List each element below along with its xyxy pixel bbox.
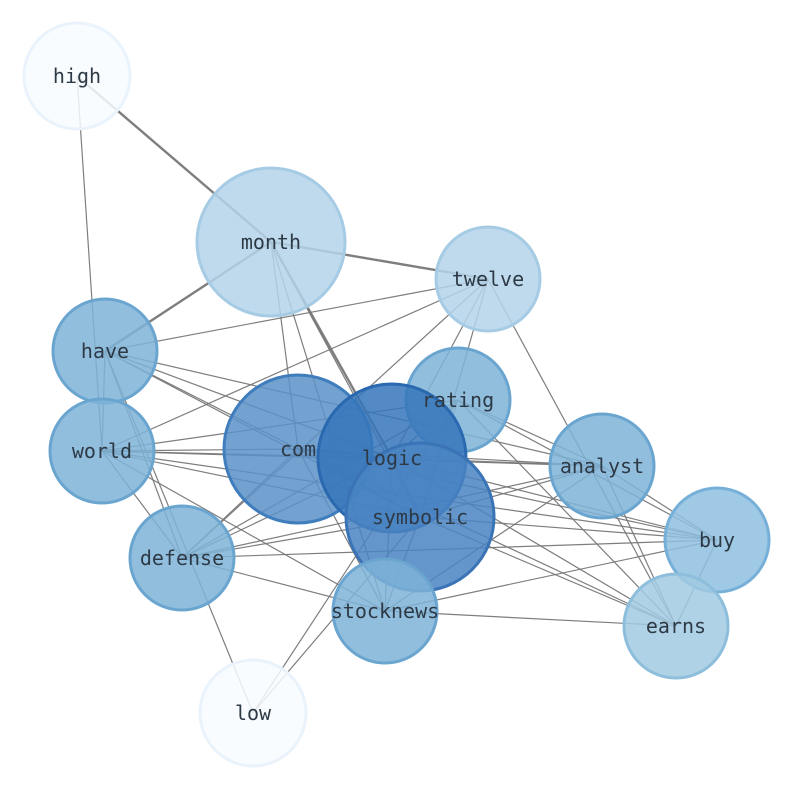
- node-month: [195, 166, 347, 318]
- node-stocknews: [331, 557, 439, 665]
- edge-buy-stocknews: [384, 539, 718, 612]
- edge-twelve-world: [101, 278, 489, 452]
- node-label-earns: earns: [646, 614, 706, 638]
- node-world: [48, 397, 156, 505]
- node-label-have: have: [81, 339, 129, 363]
- node-label-defense: defense: [140, 546, 224, 570]
- node-label-world: world: [72, 439, 132, 463]
- node-label-stocknews: stocknews: [331, 599, 439, 623]
- node-twelve: [434, 225, 542, 333]
- edge-twelve-have: [104, 278, 489, 352]
- node-layer: [22, 21, 771, 768]
- node-analyst: [548, 412, 656, 520]
- node-label-com: com: [280, 437, 316, 461]
- label-layer: high month twelve have rating com logic world an…: [53, 64, 735, 725]
- node-label-twelve: twelve: [452, 267, 524, 291]
- node-earns: [622, 572, 730, 680]
- node-low: [198, 658, 308, 768]
- node-label-logic: logic: [362, 446, 422, 470]
- node-label-buy: buy: [699, 528, 735, 552]
- node-label-analyst: analyst: [560, 454, 644, 478]
- node-label-rating: rating: [422, 388, 494, 412]
- node-label-low: low: [235, 701, 272, 725]
- node-label-month: month: [241, 230, 301, 254]
- node-defense: [128, 504, 236, 612]
- node-label-high: high: [53, 64, 101, 88]
- node-high: [22, 21, 132, 131]
- node-label-symbolic: symbolic: [372, 505, 468, 529]
